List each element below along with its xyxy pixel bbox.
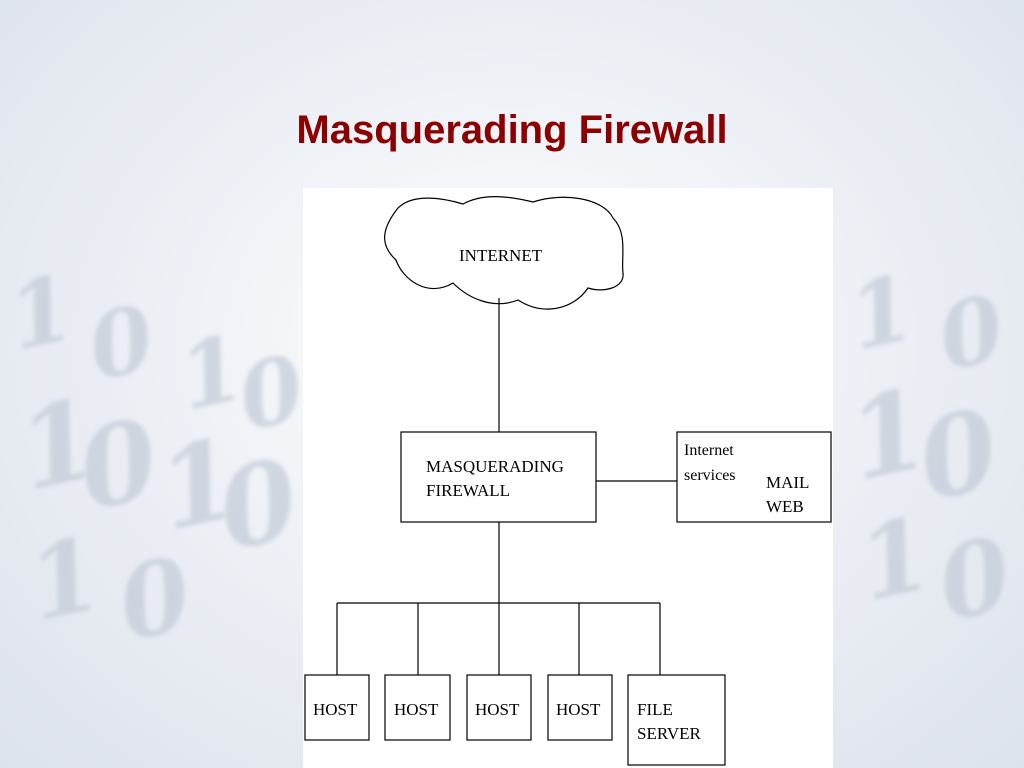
- file-server-box: [627, 674, 726, 766]
- background-digit: 0: [207, 433, 310, 576]
- host-box-2: [384, 674, 451, 741]
- background-digit: 1: [0, 254, 83, 372]
- host-label-4: HOST: [556, 700, 601, 719]
- background-digit: 0: [928, 514, 1022, 644]
- services-web-label: WEB: [766, 497, 804, 516]
- background-digit: 0: [108, 534, 202, 664]
- services-mail-label: MAIL: [766, 473, 810, 492]
- background-digit: 0: [229, 334, 313, 452]
- internet-cloud-shape: [384, 196, 624, 310]
- background-digit: 0: [79, 284, 163, 402]
- host-label-2: HOST: [394, 700, 439, 719]
- background-digit: 1: [848, 494, 942, 624]
- diagram-lines: [304, 196, 832, 766]
- file-server-label-line2: SERVER: [637, 724, 701, 743]
- background-digit: 0: [907, 383, 1010, 526]
- host-label-1: HOST: [313, 700, 358, 719]
- services-label-line2: services: [684, 467, 736, 484]
- background-digit: 1: [839, 254, 923, 372]
- firewall-label-line2: FIREWALL: [426, 481, 511, 500]
- file-server-label-line1: FILE: [637, 700, 673, 719]
- host-label-3: HOST: [475, 700, 520, 719]
- host-box-4: [547, 674, 613, 741]
- services-label-line1: Internet: [684, 442, 734, 459]
- host-box-1: [304, 674, 370, 741]
- slide-title: Masquerading Firewall: [296, 108, 728, 152]
- host-box-3: [466, 674, 532, 741]
- services-box: [676, 431, 832, 523]
- network-diagram: INTERNET MASQUERADING FIREWALL Internet …: [303, 188, 833, 768]
- internet-label: INTERNET: [459, 246, 543, 265]
- background-digit: 0: [929, 274, 1013, 392]
- firewall-label-line1: MASQUERADING: [426, 457, 564, 476]
